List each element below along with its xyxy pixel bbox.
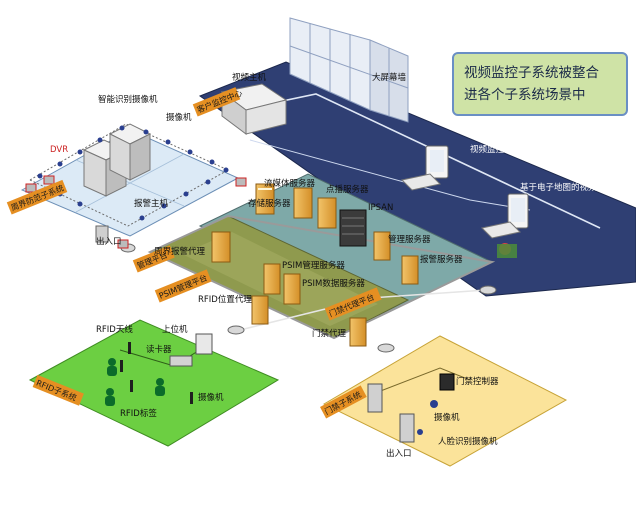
psim-data-server-label: PSIM数据服务器: [302, 278, 365, 289]
ipsan-icon: [339, 209, 367, 247]
door-ctrl-label: 门禁控制器: [456, 376, 499, 387]
rfid-agent-server-icon: [251, 295, 269, 325]
media-server-icon: [293, 187, 313, 219]
video-host-label: 视频主机: [232, 72, 267, 83]
access-floor: [322, 335, 568, 467]
rfid-antenna-icons: [120, 342, 193, 404]
mgmt-server-icon: [373, 231, 391, 261]
alarm-host-building: [82, 123, 152, 197]
storage-server-icon: [255, 183, 275, 215]
media-server-label: 流媒体服务器: [264, 178, 316, 189]
person-icons: [105, 358, 165, 406]
alarm-server-icon: [401, 255, 419, 285]
rfid-agent-label: RFID位置代理: [198, 294, 252, 305]
upper-pc-label: 上位机: [162, 324, 188, 335]
dvr-box-icon: [25, 175, 247, 249]
access-camera-icon: [417, 400, 438, 435]
rfid-tag-label: RFID标签: [120, 408, 157, 419]
access-proxy-label: 门禁代理: [312, 328, 347, 339]
storage-server-label: 存储服务器: [248, 198, 291, 209]
access-network-line: [377, 367, 471, 393]
face-cam-label: 人脸识别摄像机: [438, 436, 498, 447]
video-wall-label: 大屏幕墙: [372, 72, 407, 83]
face-cam-gate-icon: [367, 383, 415, 443]
emap-client-label: 基于电子地图的视频监控客户端: [520, 182, 636, 193]
door-controller-icon: [439, 373, 455, 391]
callout-line-2: 进各个子系统场景中: [464, 87, 586, 103]
psim-mgmt-server-icon: [263, 263, 281, 295]
camera-top-label: 摄像机: [166, 112, 192, 123]
upper-pc-icon: [195, 333, 213, 355]
card-reader-icon: [169, 355, 193, 367]
emap-client-icon: [480, 193, 529, 258]
point-server-icon: [317, 197, 337, 229]
video-client-label: 视频监控客户端: [470, 144, 530, 155]
callout-line-1: 视频监控子系统被整合: [464, 65, 599, 81]
ipsan-label: IPSAN: [368, 203, 393, 213]
alarm-host-label: 报警主机: [134, 198, 169, 209]
camera-access-label: 摄像机: [434, 412, 460, 423]
entrance-label: 出入口: [96, 236, 122, 247]
mgmt-server-label: 管理服务器: [388, 234, 431, 245]
platform-border: [147, 214, 496, 340]
smart-cam-label: 智能识别摄像机: [98, 94, 158, 105]
rfid-reader-label: RFID天线: [96, 324, 133, 335]
video-wall-icon: [289, 17, 409, 123]
video-client-icon: [400, 145, 449, 191]
rfid-floor: [28, 319, 280, 447]
perimeter-agent-label: 周界报警代理: [154, 246, 206, 257]
alarm-server-label: 报警服务器: [420, 254, 463, 265]
point-server-label: 点播服务器: [326, 184, 369, 195]
card-reader-label: 读卡器: [146, 344, 172, 355]
callout-box: 视频监控子系统被整合 进各个子系统场景中: [452, 52, 628, 116]
dvr-label: DVR: [50, 145, 68, 155]
entrance-access-label: 出入口: [386, 448, 412, 459]
psim-mgmt-server-label: PSIM管理服务器: [282, 260, 345, 271]
router-icons: [120, 243, 497, 353]
fence-line: [29, 123, 230, 227]
perimeter-agent-server: [211, 231, 231, 263]
entrance-gate-icon: [95, 225, 109, 243]
camera-rfid-label: 摄像机: [198, 392, 224, 403]
psim-data-server-icon: [283, 273, 301, 305]
access-proxy-server-icon: [349, 317, 367, 347]
